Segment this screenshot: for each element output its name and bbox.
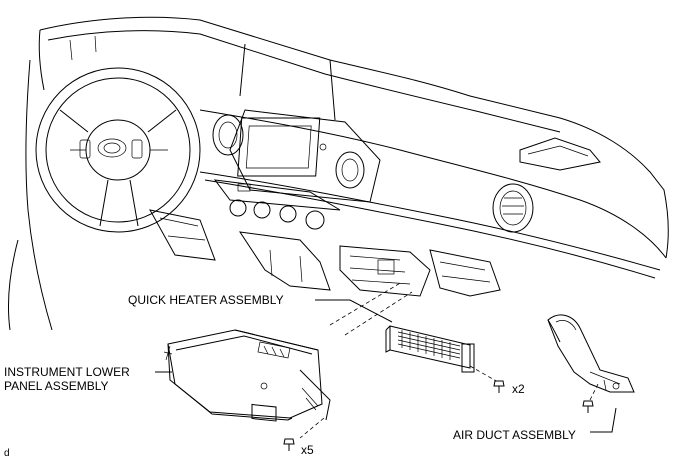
steering-wheel bbox=[35, 67, 201, 233]
dashboard-outline bbox=[7, 16, 669, 331]
screw-icon bbox=[283, 438, 295, 451]
leader-lines bbox=[155, 281, 617, 439]
fasteners bbox=[283, 380, 594, 451]
corner-mark: d bbox=[4, 448, 10, 459]
screw-icon bbox=[582, 400, 594, 413]
screw-icon bbox=[493, 380, 505, 393]
quick-heater bbox=[385, 325, 475, 373]
label-instrument-lower-line2: PANEL ASSEMBLY bbox=[4, 379, 109, 393]
passenger-vent bbox=[492, 183, 534, 233]
right-dash-shelf bbox=[519, 137, 601, 171]
label-instrument-lower-line1: INSTRUMENT LOWER bbox=[4, 365, 130, 379]
quantity-label-x2: x2 bbox=[512, 382, 525, 396]
air-duct bbox=[547, 314, 635, 393]
center-stack bbox=[212, 109, 381, 230]
label-air-duct-assembly: AIR DUCT ASSEMBLY bbox=[453, 428, 576, 442]
steering-column bbox=[149, 209, 216, 261]
quantity-label-x5: x5 bbox=[301, 443, 314, 457]
under-dash-structure bbox=[238, 231, 501, 297]
label-quick-heater-assembly: QUICK HEATER ASSEMBLY bbox=[128, 293, 284, 307]
instrument-lower-panel bbox=[163, 329, 331, 422]
